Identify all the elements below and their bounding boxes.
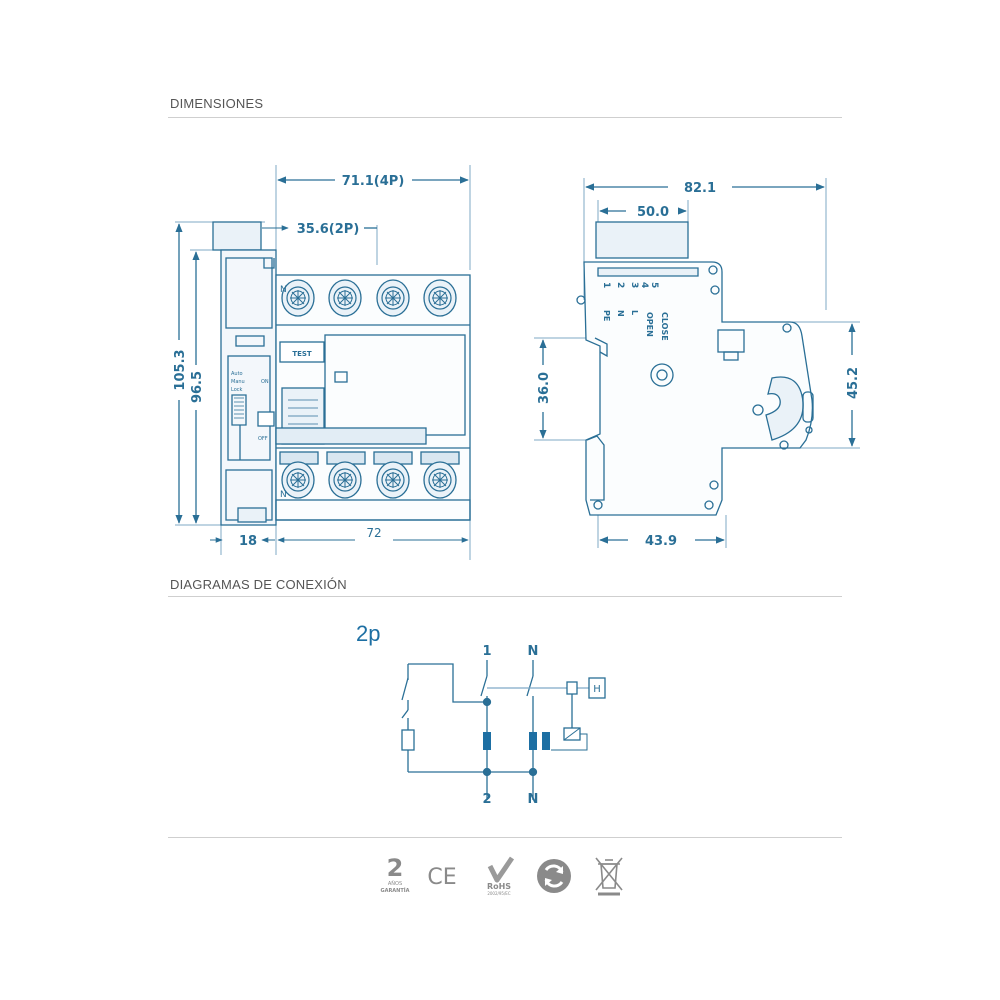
dim-total-height: 105.3 (173, 349, 188, 390)
aux-mark-open: OPEN (645, 312, 654, 337)
connection-diagram (401, 660, 606, 800)
ce-mark: CE (427, 865, 456, 890)
weee-bin-icon (595, 857, 623, 896)
footer-rule (168, 837, 842, 838)
aux-label-2: 2 (615, 282, 625, 288)
dim-top-width: 50.0 (637, 205, 669, 220)
aux-mark-n: N (616, 310, 625, 317)
relay-label: H (593, 684, 601, 695)
side-view (534, 178, 860, 548)
dim-total-width: 82.1 (684, 181, 716, 196)
dimensions-title: DIMENSIONES (170, 96, 264, 111)
dim-rail-height: 36.0 (537, 372, 552, 404)
aux-label-3: 3 (629, 282, 639, 288)
test-button-label: TEST (292, 350, 312, 358)
dim-depth-left: 18 (239, 534, 257, 549)
aux-mark-pe: PE (602, 310, 611, 321)
recycle-icon (537, 859, 571, 893)
warranty-icon: 2 AÑOS GARANTÍA (380, 854, 409, 894)
aux-label-4: 4 (639, 282, 649, 288)
connection-poles-label: 2p (356, 621, 380, 646)
rohs-icon: RoHS 2002/95/EC (487, 856, 515, 896)
dim-bottom-width: 43.9 (645, 534, 677, 549)
dim-width-4p: 71.1(4P) (342, 174, 405, 189)
dim-module-width: 72 (366, 526, 381, 540)
label-manu: Manu (231, 379, 245, 385)
front-view (175, 165, 471, 560)
dim-body-height: 96.5 (190, 371, 205, 403)
rohs-code: 2002/95/EC (487, 891, 510, 896)
terminal-top-n-diagram: N (528, 644, 539, 659)
aux-contact-labels: 5 4 3 2 1 CLOSE OPEN L N PE (601, 282, 669, 341)
terminal-bottom-n-diagram: N (528, 792, 539, 807)
label-off: OFF (258, 436, 268, 442)
terminal-bottom-n: N (280, 490, 287, 500)
rohs-label: RoHS (487, 882, 511, 891)
dimensions-rule (168, 117, 842, 118)
aux-label-5: 5 (649, 282, 659, 288)
aux-mark-l: L (630, 310, 639, 315)
terminal-top-1: 1 (482, 644, 491, 659)
certifications-row: 2 AÑOS GARANTÍA CE RoHS 2002/95/EC (380, 854, 623, 896)
label-auto: Auto (231, 371, 243, 377)
terminal-bottom-2: 2 (482, 792, 491, 807)
warranty-years: 2 (387, 854, 404, 882)
label-on: ON (261, 379, 269, 385)
terminal-top-n: N (280, 285, 287, 295)
dim-side-body-height: 45.2 (846, 367, 861, 399)
aux-mark-close: CLOSE (660, 312, 669, 341)
warranty-word-bottom: GARANTÍA (380, 886, 409, 894)
ce-mark-icon: CE (427, 865, 456, 890)
warranty-word-top: AÑOS (388, 880, 402, 887)
dim-width-2p: 35.6(2P) (297, 222, 360, 237)
aux-label-1: 1 (601, 282, 611, 288)
connection-title: DIAGRAMAS DE CONEXIÓN (170, 577, 347, 592)
connection-rule (168, 596, 842, 597)
label-lock: Lock (231, 387, 243, 393)
